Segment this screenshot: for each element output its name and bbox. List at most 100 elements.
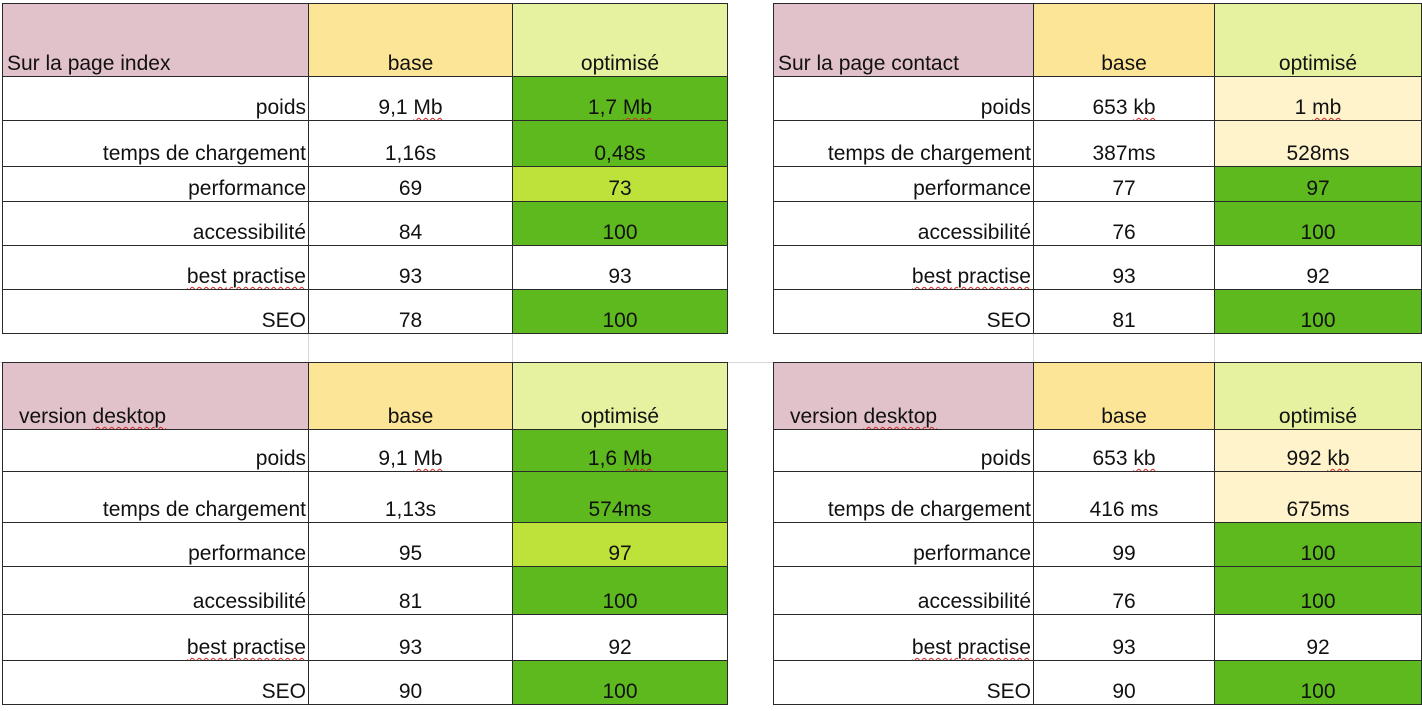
base-value-cell[interactable]: 416 ms bbox=[1033, 471, 1215, 523]
base-value-cell[interactable]: 653 kb bbox=[1033, 76, 1215, 121]
optimised-value-cell[interactable]: 92 bbox=[1214, 245, 1422, 290]
column-header-base[interactable]: base bbox=[308, 362, 513, 430]
column-header-optimised[interactable]: optimisé bbox=[512, 3, 728, 77]
metric-label-cell[interactable]: accessibilité bbox=[2, 201, 309, 246]
base-value-cell[interactable]: 81 bbox=[1033, 289, 1215, 334]
metric-label-cell[interactable]: performance bbox=[773, 522, 1034, 567]
optimised-value-cell[interactable]: 100 bbox=[1214, 522, 1422, 567]
optimised-value-cell[interactable]: 1,7 Mb bbox=[512, 76, 728, 121]
optimised-value-cell[interactable]: 100 bbox=[1214, 201, 1422, 246]
optimised-value: 100 bbox=[602, 590, 638, 613]
metric-label-cell[interactable]: temps de chargement bbox=[773, 120, 1034, 167]
metric-label-cell[interactable]: poids bbox=[773, 76, 1034, 121]
metric-label: SEO bbox=[986, 680, 1031, 703]
grid-separator-col bbox=[1033, 334, 1034, 362]
base-value: 93 bbox=[398, 265, 423, 288]
base-value-cell[interactable]: 1,16s bbox=[308, 120, 513, 167]
table-title-cell[interactable]: Sur la page contact bbox=[773, 3, 1034, 77]
base-value-cell[interactable]: 90 bbox=[1033, 660, 1215, 705]
base-value-cell[interactable]: 84 bbox=[308, 201, 513, 246]
metric-label-cell[interactable]: accessibilité bbox=[773, 201, 1034, 246]
base-value-cell[interactable]: 95 bbox=[308, 522, 513, 567]
base-value-cell[interactable]: 9,1 Mb bbox=[308, 429, 513, 472]
base-value-cell[interactable]: 99 bbox=[1033, 522, 1215, 567]
base-value: 9,1 Mb bbox=[378, 447, 443, 470]
metric-label-cell[interactable]: SEO bbox=[2, 289, 309, 334]
metric-label-cell[interactable]: poids bbox=[2, 76, 309, 121]
base-value: 93 bbox=[398, 636, 423, 659]
metric-label-cell[interactable]: best practise bbox=[773, 614, 1034, 661]
optimised-value-cell[interactable]: 574ms bbox=[512, 471, 728, 523]
metric-label-cell[interactable]: temps de chargement bbox=[2, 471, 309, 523]
metric-label: SEO bbox=[261, 680, 306, 703]
metric-label-cell[interactable]: accessibilité bbox=[2, 566, 309, 615]
optimised-value-cell[interactable]: 100 bbox=[1214, 660, 1422, 705]
metric-label-cell[interactable]: temps de chargement bbox=[2, 120, 309, 167]
optimised-value-cell[interactable]: 97 bbox=[512, 522, 728, 567]
column-header-optimised[interactable]: optimisé bbox=[512, 362, 728, 430]
base-value-cell[interactable]: 1,13s bbox=[308, 471, 513, 523]
column-header-base[interactable]: base bbox=[1033, 362, 1215, 430]
optimised-value-cell[interactable]: 0,48s bbox=[512, 120, 728, 167]
metric-label-cell[interactable]: best practise bbox=[773, 245, 1034, 290]
base-value-cell[interactable]: 77 bbox=[1033, 166, 1215, 202]
optimised-value-cell[interactable]: 992 kb bbox=[1214, 429, 1422, 472]
optimised-value: 100 bbox=[602, 221, 638, 244]
base-value-cell[interactable]: 78 bbox=[308, 289, 513, 334]
column-header-base[interactable]: base bbox=[1033, 3, 1215, 77]
column-header-optimised[interactable]: optimisé bbox=[1214, 3, 1422, 77]
metric-label-cell[interactable]: best practise bbox=[2, 614, 309, 661]
base-value-cell[interactable]: 81 bbox=[308, 566, 513, 615]
metric-label-cell[interactable]: SEO bbox=[773, 660, 1034, 705]
optimised-value-cell[interactable]: 100 bbox=[1214, 289, 1422, 334]
optimised-value-cell[interactable]: 528ms bbox=[1214, 120, 1422, 167]
base-value-cell[interactable]: 93 bbox=[308, 614, 513, 661]
table-title-cell[interactable]: version desktop bbox=[773, 362, 1034, 430]
base-value-cell[interactable]: 93 bbox=[1033, 245, 1215, 290]
base-value-cell[interactable]: 76 bbox=[1033, 566, 1215, 615]
metric-label-cell[interactable]: performance bbox=[2, 166, 309, 202]
table-title-cell[interactable]: version desktop bbox=[2, 362, 309, 430]
base-value-cell[interactable]: 93 bbox=[308, 245, 513, 290]
optimised-value-cell[interactable]: 97 bbox=[1214, 166, 1422, 202]
optimised-value-cell[interactable]: 93 bbox=[512, 245, 728, 290]
metric-label-cell[interactable]: temps de chargement bbox=[773, 471, 1034, 523]
base-value-cell[interactable]: 9,1 Mb bbox=[308, 76, 513, 121]
metric-label-cell[interactable]: poids bbox=[2, 429, 309, 472]
metric-label-cell[interactable]: performance bbox=[2, 522, 309, 567]
column-header-optimised[interactable]: optimisé bbox=[1214, 362, 1422, 430]
metric-label-cell[interactable]: performance bbox=[773, 166, 1034, 202]
table-title: version desktop bbox=[7, 405, 166, 428]
metric-label-cell[interactable]: best practise bbox=[2, 245, 309, 290]
optimised-value-cell[interactable]: 100 bbox=[512, 289, 728, 334]
base-value-cell[interactable]: 387ms bbox=[1033, 120, 1215, 167]
spell-highlight: Mb bbox=[622, 96, 653, 119]
optimised-value-cell[interactable]: 92 bbox=[512, 614, 728, 661]
metric-label-cell[interactable]: SEO bbox=[773, 289, 1034, 334]
optimised-value-cell[interactable]: 100 bbox=[1214, 566, 1422, 615]
metric-label-cell[interactable]: accessibilité bbox=[773, 566, 1034, 615]
column-header-base[interactable]: base bbox=[308, 3, 513, 77]
table-title-cell[interactable]: Sur la page index bbox=[2, 3, 309, 77]
optimised-value-cell[interactable]: 1,6 Mb bbox=[512, 429, 728, 472]
optimised-value-cell[interactable]: 100 bbox=[512, 566, 728, 615]
base-value-cell[interactable]: 93 bbox=[1033, 614, 1215, 661]
optimised-value-cell[interactable]: 73 bbox=[512, 166, 728, 202]
optimised-value-cell[interactable]: 675ms bbox=[1214, 471, 1422, 523]
optimised-value-cell[interactable]: 100 bbox=[512, 660, 728, 705]
base-value-cell[interactable]: 653 kb bbox=[1033, 429, 1215, 472]
base-value-cell[interactable]: 90 bbox=[308, 660, 513, 705]
metric-label-cell[interactable]: poids bbox=[773, 429, 1034, 472]
optimised-value: 528ms bbox=[1286, 142, 1350, 165]
metric-label-cell[interactable]: SEO bbox=[2, 660, 309, 705]
base-value-cell[interactable]: 76 bbox=[1033, 201, 1215, 246]
optimised-value-cell[interactable]: 1 mb bbox=[1214, 76, 1422, 121]
base-value: 416 ms bbox=[1089, 498, 1159, 521]
optimised-value-cell[interactable]: 92 bbox=[1214, 614, 1422, 661]
optimised-value-cell[interactable]: 100 bbox=[512, 201, 728, 246]
base-value-cell[interactable]: 69 bbox=[308, 166, 513, 202]
